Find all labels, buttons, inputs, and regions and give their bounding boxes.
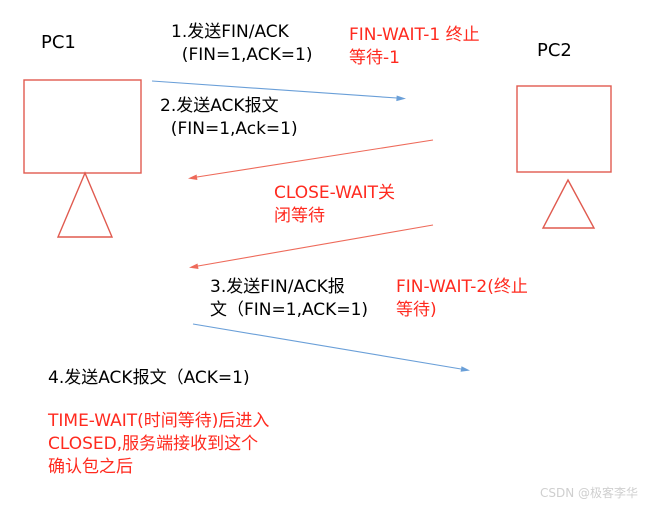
arrow-step4-head — [460, 366, 470, 372]
pc2-label: PC2 — [537, 40, 572, 61]
arrow-step3 — [197, 224, 434, 267]
arrow-step4 — [192, 323, 462, 370]
close-wait-label: CLOSE-WAIT关 闭等待 — [274, 183, 396, 226]
arrow-step3-head — [189, 263, 199, 269]
pc1-box — [23, 79, 142, 174]
time-wait-label: TIME-WAIT(时间等待)后进入 CLOSED,服务端接收到这个 确认包之后 — [48, 411, 270, 477]
watermark: CSDN @极客李华 — [540, 486, 639, 500]
step4-label: 4.发送ACK报文（ACK=1) — [48, 368, 250, 388]
step1-label: 1.发送FIN/ACK (FIN=1,ACK=1) — [171, 22, 313, 65]
arrow-step1-head — [396, 95, 406, 102]
fin-wait-2-label: FIN-WAIT-2(终止 等待) — [396, 277, 528, 320]
pc2-box — [516, 85, 612, 173]
pc2-stand — [541, 178, 596, 229]
arrow-step2 — [196, 139, 434, 178]
pc1-label: PC1 — [41, 32, 76, 53]
arrow-step2-head — [188, 174, 198, 180]
pc1-stand — [56, 171, 114, 238]
step2-label: 2.发送ACK报文 (FIN=1,Ack=1) — [160, 96, 298, 139]
arrow-step1 — [151, 80, 398, 99]
step3-label: 3.发送FIN/ACK报 文（FIN=1,ACK=1) — [210, 277, 369, 320]
fin-wait-1-label: FIN-WAIT-1 终止 等待-1 — [349, 25, 480, 68]
